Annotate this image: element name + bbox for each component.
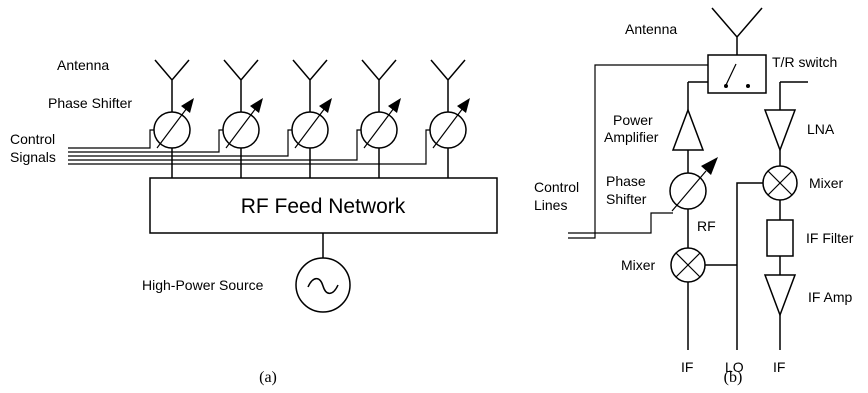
if-amplifier-icon <box>763 274 797 318</box>
control-line-to-phase-shifter <box>568 212 673 234</box>
control-signal-lines-a <box>68 129 430 165</box>
rf-feed-network-label: RF Feed Network <box>241 195 406 218</box>
lna-icon <box>763 109 797 153</box>
rf-label: RF <box>697 218 716 234</box>
antenna-icon <box>361 59 397 112</box>
if-filter-label: IF Filter <box>806 230 854 246</box>
control-lines-label-line2: Lines <box>534 197 567 213</box>
phase-shifter-icon <box>429 98 470 149</box>
control-signals-label-line1: Control <box>10 131 55 147</box>
phase-shifter-label-line1: Phase <box>606 173 646 189</box>
mixer-icon <box>762 165 798 201</box>
tr-switch-label: T/R switch <box>772 54 837 70</box>
control-signals-label-line2: Signals <box>10 149 56 165</box>
phase-shifter-label-line2: Shifter <box>606 191 647 207</box>
antenna-label-b: Antenna <box>625 21 677 37</box>
power-amplifier-icon <box>671 107 705 151</box>
control-lines-label-line1: Control <box>534 179 579 195</box>
if-right-label: IF <box>773 359 785 375</box>
caption-b: (b) <box>724 369 743 386</box>
phase-shifter-array-a <box>153 98 470 149</box>
mixer-icon <box>670 247 706 283</box>
power-amplifier-label-line1: Power <box>613 112 653 128</box>
antenna-icon <box>430 59 466 112</box>
antenna-label-a: Antenna <box>57 57 109 73</box>
mixer-left-label: Mixer <box>621 257 656 273</box>
lo-line <box>736 182 763 350</box>
phase-shifter-icon <box>291 98 332 149</box>
lo-label: LO <box>725 359 744 375</box>
tr-switch-icon <box>707 54 767 94</box>
phase-shifter-label-a: Phase Shifter <box>48 95 132 111</box>
antenna-icon <box>223 59 259 112</box>
phase-shifter-icon <box>222 98 263 149</box>
phase-shifter-icon <box>669 157 718 212</box>
antenna-icon <box>292 59 328 112</box>
antenna-array-a <box>154 59 466 112</box>
power-amplifier-label-line2: Amplifier <box>604 129 659 145</box>
if-left-label: IF <box>681 359 693 375</box>
phase-shifter-icon <box>153 98 194 149</box>
antenna-icon <box>154 59 190 112</box>
high-power-source-label: High-Power Source <box>142 277 264 293</box>
signal-source-icon <box>295 257 351 313</box>
lna-label: LNA <box>807 121 835 137</box>
if-amp-label: IF Amp <box>808 289 853 305</box>
feed-links-a <box>171 148 449 178</box>
panel-b: Antenna T/R switch Control Lines Power A… <box>534 7 854 386</box>
phase-shifter-icon <box>360 98 401 149</box>
antenna-icon <box>711 7 763 55</box>
mixer-right-label: Mixer <box>809 175 844 191</box>
rf-feed-network-box <box>149 177 498 234</box>
panel-a: Antenna Phase Shifter Control Signals <box>10 57 498 386</box>
control-line-to-switch <box>568 64 708 239</box>
caption-a: (a) <box>259 369 277 386</box>
if-filter-icon <box>766 219 794 257</box>
